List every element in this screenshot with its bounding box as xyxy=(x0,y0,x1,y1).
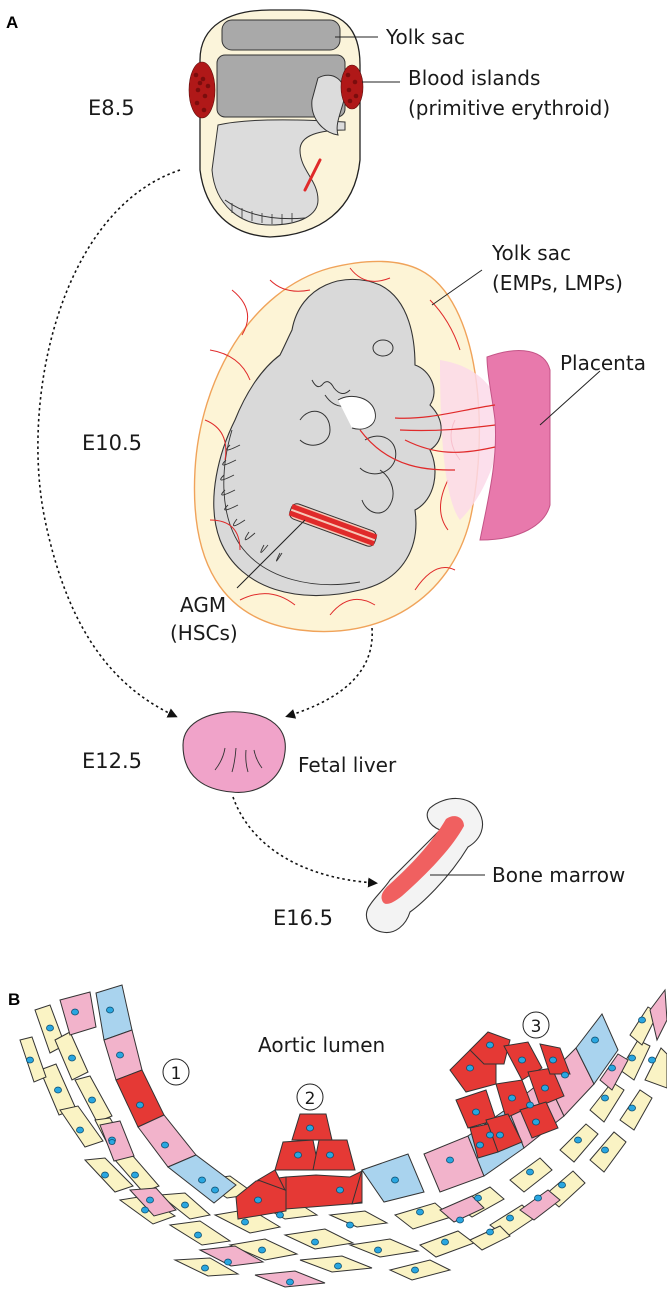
stage-e165: E16.5 xyxy=(273,906,333,930)
panel-a-letter: A xyxy=(6,13,18,32)
bone-illustration xyxy=(366,798,482,932)
bone-marrow-label: Bone marrow xyxy=(492,863,625,887)
step-3-marker: 3 xyxy=(523,1012,549,1038)
fetal-liver-illustration xyxy=(183,712,285,793)
arrow-agm-to-liver xyxy=(288,628,372,716)
aorta-wall-cross-section xyxy=(20,985,667,1287)
step-2-number: 2 xyxy=(305,1089,316,1109)
fetal-liver-label: Fetal liver xyxy=(298,753,397,777)
arrow-liver-to-marrow xyxy=(233,797,375,883)
agm-label: AGM xyxy=(180,593,226,617)
placenta-label: Placenta xyxy=(560,351,646,375)
step-1-marker: 1 xyxy=(163,1059,189,1085)
stage-e125: E12.5 xyxy=(82,749,142,773)
yolk-sac-label: Yolk sac xyxy=(385,25,465,49)
yolk-sac-2-label: Yolk sac xyxy=(491,241,571,265)
primitive-erythroid-label: (primitive erythroid) xyxy=(408,96,610,120)
aortic-lumen-label: Aortic lumen xyxy=(258,1033,385,1057)
step-2-marker: 2 xyxy=(297,1084,323,1110)
blood-islands-label: Blood islands xyxy=(408,66,540,90)
e85-embryo-illustration xyxy=(189,10,363,237)
hscs-label: (HSCs) xyxy=(170,621,238,645)
stage-e85: E8.5 xyxy=(88,96,135,120)
e105-embryo-illustration xyxy=(194,261,550,631)
panel-b-letter: B xyxy=(8,990,20,1009)
step-3-number: 3 xyxy=(531,1017,542,1037)
step-1-number: 1 xyxy=(171,1064,182,1084)
stage-e105: E10.5 xyxy=(82,431,142,455)
yolk-sac-emps-lmps-label: (EMPs, LMPs) xyxy=(492,271,623,295)
